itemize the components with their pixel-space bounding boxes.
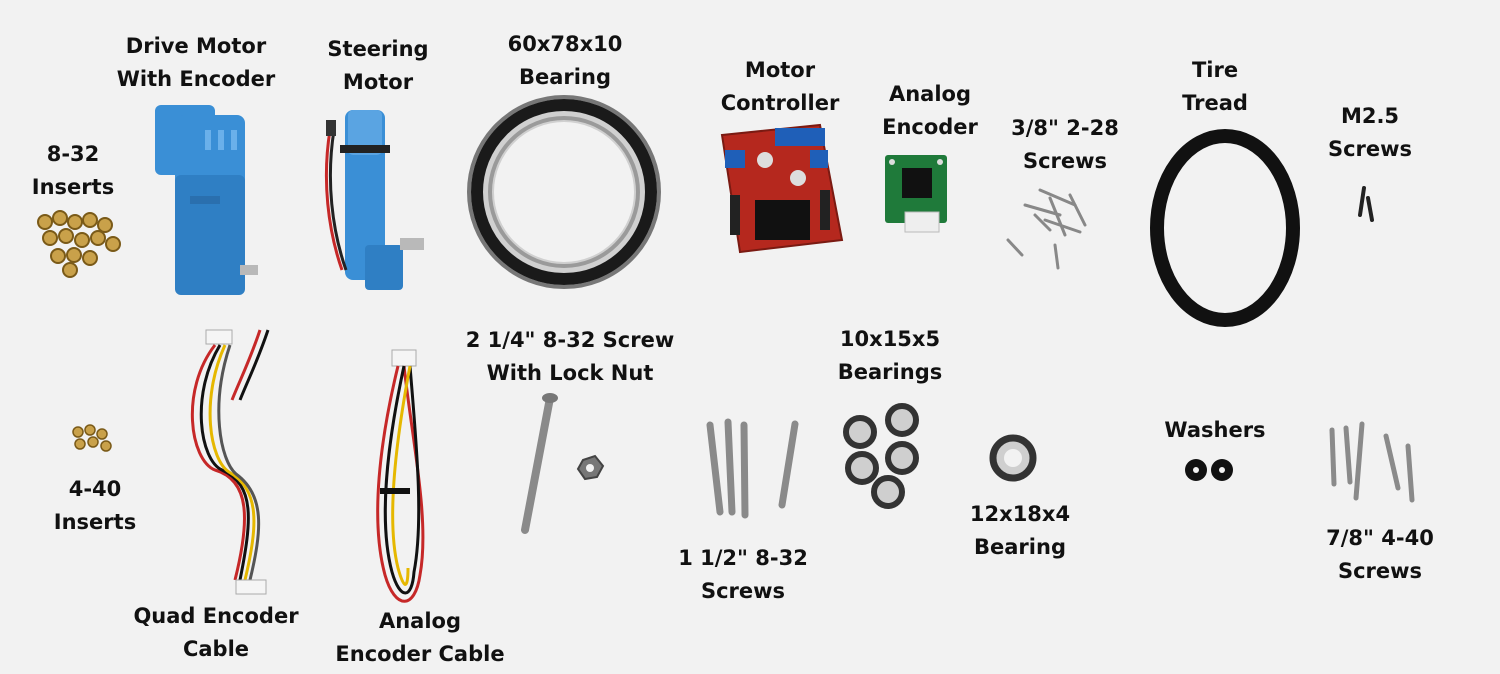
label-steering-motor: Steering Motor — [327, 37, 429, 94]
washers-image — [1185, 459, 1233, 481]
label-large-bearing: 60x78x10 Bearing — [507, 32, 623, 89]
label-quad-encoder-cable: Quad Encoder Cable — [133, 604, 299, 661]
label-long-screw: 2 1/4" 8-32 Screw With Lock Nut — [465, 328, 675, 385]
label-motor-controller: Motor Controller — [720, 58, 840, 115]
label-screws-78: 7/8" 4-40 Screws — [1326, 526, 1434, 583]
tire-tread-image — [1150, 129, 1300, 327]
label-analog-encoder: Analog Encoder — [882, 82, 978, 139]
label-inserts-440: 4-40 Inserts — [53, 477, 137, 534]
long-screw-with-nut-image — [521, 393, 605, 534]
label-analog-encoder-cable: Analog Encoder Cable — [335, 609, 505, 666]
analog-encoder-cable-image — [376, 349, 425, 603]
screws-78-image — [1329, 421, 1415, 503]
label-washers: Washers — [1164, 418, 1266, 442]
label-screws-238: 3/8" 2-28 Screws — [1011, 116, 1119, 173]
label-m25-screws: M2.5 Screws — [1327, 104, 1413, 161]
label-inserts-832: 8-32 Inserts — [31, 142, 115, 199]
brass-inserts-440-image — [72, 424, 112, 452]
label-bearings-10155: 10x15x5 Bearings — [837, 327, 943, 384]
large-bearing-image — [467, 95, 661, 289]
small-bearings-10155-image — [843, 403, 919, 509]
bearing-12184-image — [989, 434, 1037, 482]
label-tire-tread: Tire Tread — [1182, 58, 1248, 115]
quad-encoder-cable-image — [190, 329, 270, 595]
label-drive-motor: Drive Motor With Encoder — [116, 34, 276, 91]
m25-screws-image — [1358, 186, 1374, 222]
label-screws-112: 1 1/2" 8-32 Screws — [678, 546, 808, 603]
analog-encoder-image — [885, 155, 947, 233]
label-bearing-12184: 12x18x4 Bearing — [969, 502, 1071, 559]
steering-motor-image — [324, 110, 424, 290]
motor-controller-image — [720, 123, 844, 254]
brass-inserts-832-image — [37, 210, 121, 278]
small-screws-238-image — [1006, 188, 1087, 270]
drive-motor-image — [155, 105, 258, 295]
medium-screws-112-image — [706, 418, 799, 519]
